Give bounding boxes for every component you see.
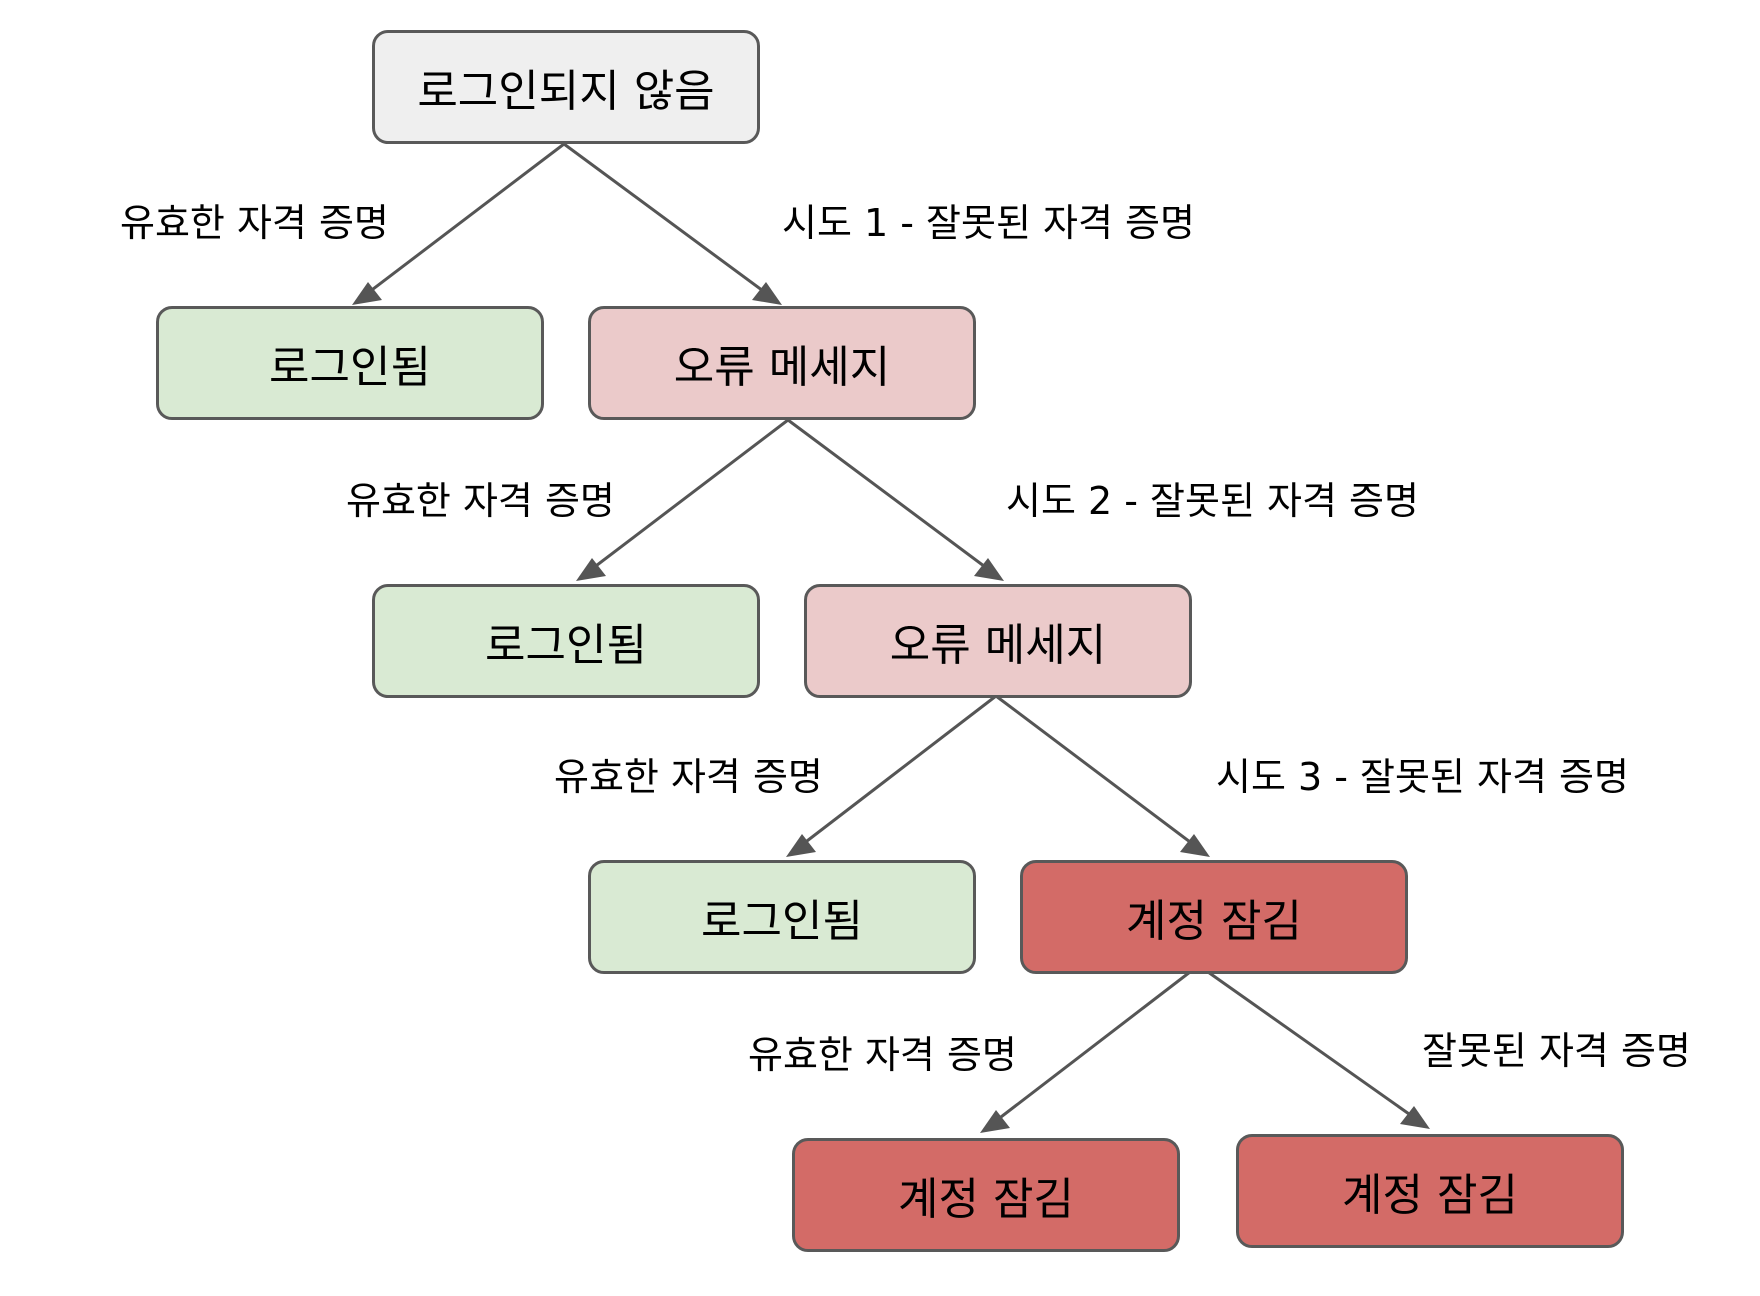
node-logged-in-2: 로그인됨 xyxy=(372,584,760,698)
arrow-locked-1-to-locked-3 xyxy=(1207,970,1427,1128)
node-error-message-1: 오류 메세지 xyxy=(588,306,976,420)
node-account-locked-2: 계정 잠김 xyxy=(792,1138,1180,1252)
edge-label-invalid-4: 잘못된 자격 증명 xyxy=(1422,1029,1691,1073)
arrow-locked-1-to-locked-2 xyxy=(983,970,1191,1132)
node-account-locked-3: 계정 잠김 xyxy=(1236,1134,1624,1248)
edge-label-valid-3: 유효한 자격 증명 xyxy=(554,755,823,799)
node-not-logged-in: 로그인되지 않음 xyxy=(372,30,760,144)
arrowhead-7 xyxy=(980,1110,1010,1133)
arrow-error-2-to-locked-1 xyxy=(995,694,1207,856)
arrow-start-to-logged-in-1 xyxy=(355,142,565,304)
arrow-error-1-to-error-2 xyxy=(787,418,1001,580)
arrowhead-2 xyxy=(752,282,782,305)
node-logged-in-3: 로그인됨 xyxy=(588,860,976,974)
arrowhead-8 xyxy=(1400,1106,1430,1129)
node-account-locked-1: 계정 잠김 xyxy=(1020,860,1408,974)
arrowhead-5 xyxy=(786,834,816,857)
arrow-error-2-to-logged-in-3 xyxy=(789,694,997,856)
arrowhead-1 xyxy=(352,282,382,305)
arrow-start-to-error-1 xyxy=(563,142,779,304)
arrowhead-3 xyxy=(576,558,606,581)
edge-label-attempt-1: 시도 1 - 잘못된 자격 증명 xyxy=(782,201,1195,245)
arrowhead-4 xyxy=(974,558,1004,581)
node-logged-in-1: 로그인됨 xyxy=(156,306,544,420)
arrowhead-6 xyxy=(1180,834,1210,857)
node-error-message-2: 오류 메세지 xyxy=(804,584,1192,698)
edge-label-valid-1: 유효한 자격 증명 xyxy=(120,201,389,245)
edge-label-attempt-2: 시도 2 - 잘못된 자격 증명 xyxy=(1006,479,1419,523)
edge-label-valid-4: 유효한 자격 증명 xyxy=(748,1033,1017,1077)
edge-label-valid-2: 유효한 자격 증명 xyxy=(346,479,615,523)
edge-label-attempt-3: 시도 3 - 잘못된 자격 증명 xyxy=(1216,755,1629,799)
arrow-error-1-to-logged-in-2 xyxy=(579,418,789,580)
